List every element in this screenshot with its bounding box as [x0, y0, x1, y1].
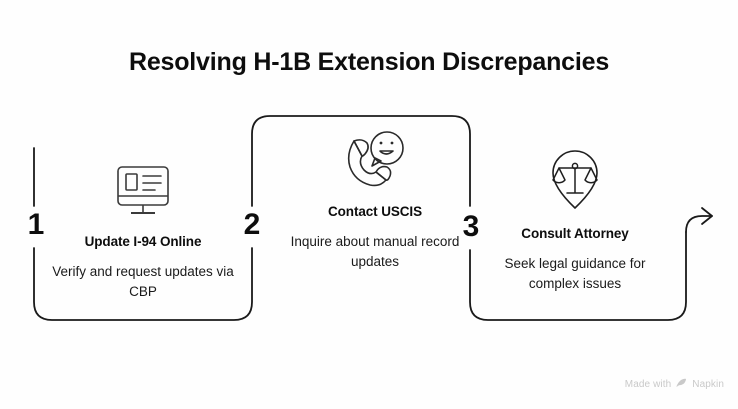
watermark-made-with-label: Made with [624, 378, 672, 390]
step-title-3: Consult Attorney [521, 226, 629, 241]
connector-segment-1-bottom [33, 247, 253, 321]
step-number-3: 3 [462, 210, 480, 243]
step-number-1: 1 [27, 208, 45, 241]
step-item-1: Update I-94 Online Verify and request up… [48, 158, 238, 301]
phone-speech-bubble-icon [280, 128, 470, 190]
step-number-2: 2 [243, 208, 261, 241]
step-description-2: Inquire about manual record updates [290, 234, 460, 269]
connector-arrow-tail [685, 215, 713, 233]
connector-segment-2-top [251, 115, 471, 207]
napkin-leaf-icon [676, 377, 687, 391]
step-description-1: Verify and request updates via CBP [52, 264, 234, 299]
map-pin-scales-icon [480, 150, 670, 212]
page-title: Resolving H-1B Extension Discrepancies [128, 48, 610, 76]
step-item-2: Contact USCIS Inquire about manual recor… [280, 128, 470, 271]
connector-segment-3-bottom [469, 231, 687, 321]
step-title-1: Update I-94 Online [84, 234, 202, 249]
napkin-watermark: Made with Napkin [625, 377, 724, 391]
step-description-3: Seek legal guidance for complex issues [504, 256, 646, 291]
step-item-3: Consult Attorney Seek legal guidance for… [480, 150, 670, 293]
watermark-brand-label: Napkin [692, 378, 724, 390]
arrow-head-icon [701, 207, 713, 225]
monitor-document-icon [48, 158, 238, 220]
step-title-2: Contact USCIS [328, 204, 422, 219]
